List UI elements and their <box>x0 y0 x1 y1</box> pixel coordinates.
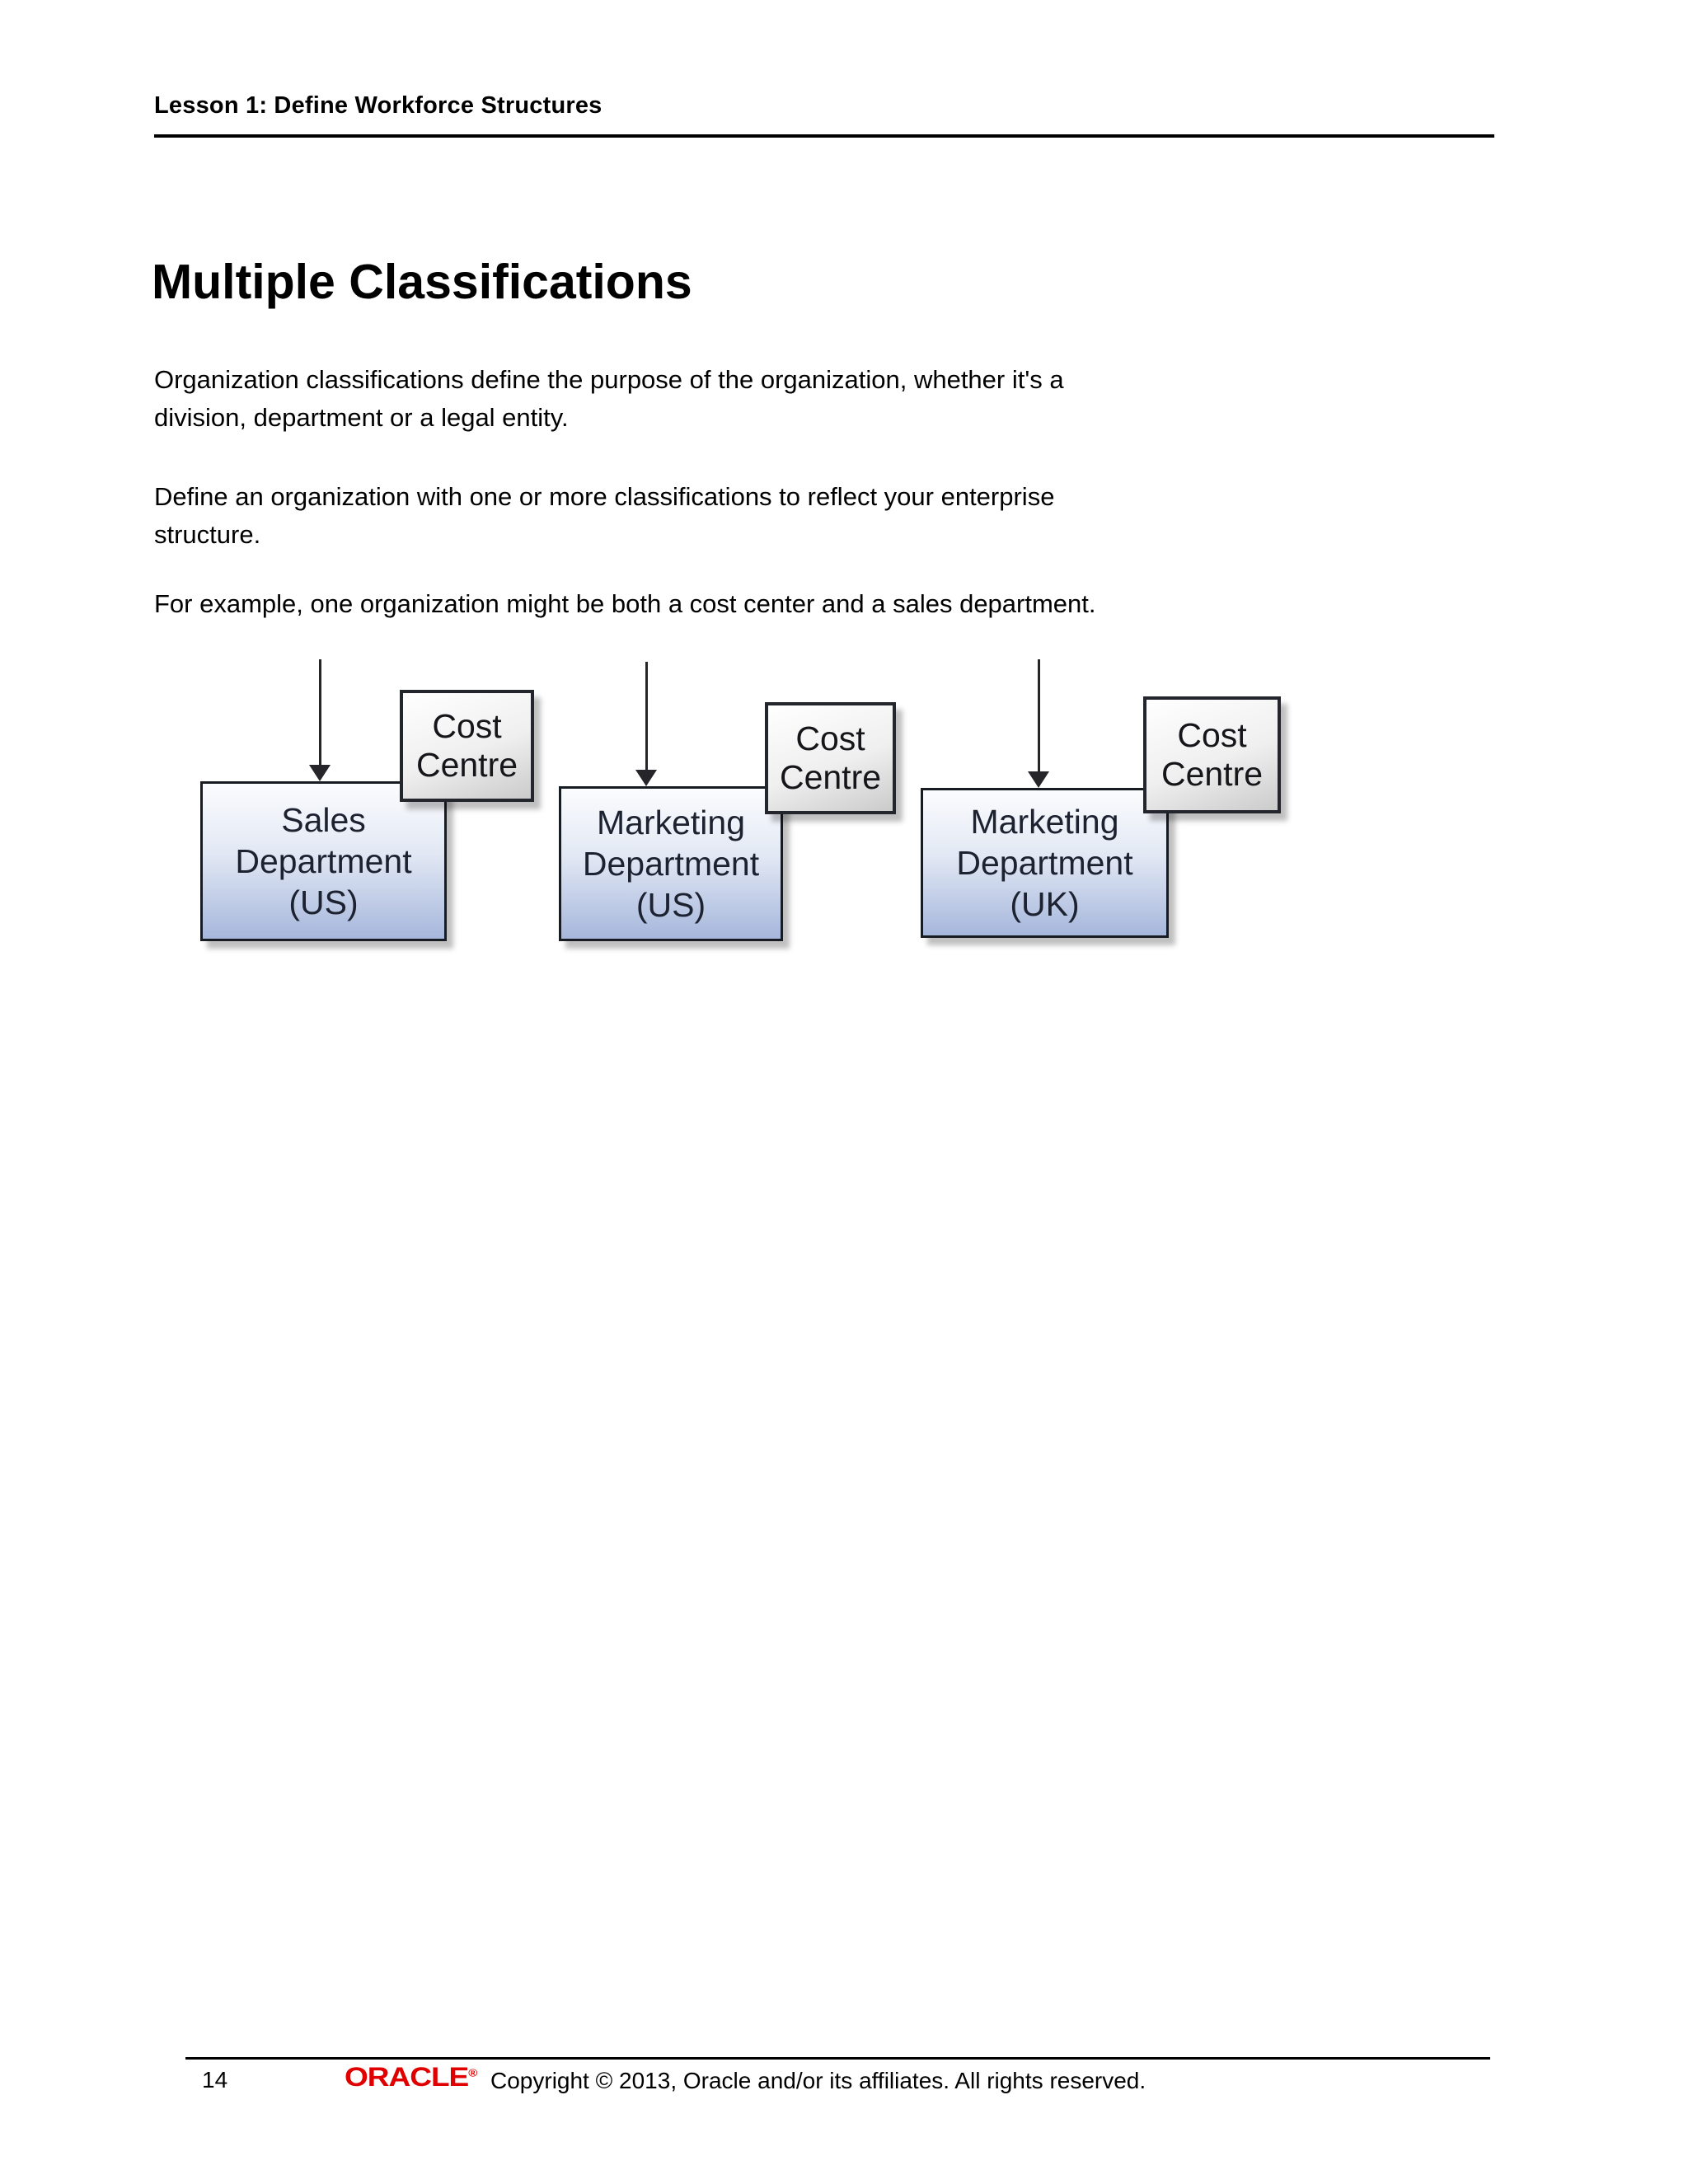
paragraph-line: Organization classifications define the … <box>154 365 1064 394</box>
department-label-line: (US) <box>635 886 706 924</box>
arrow-head-icon <box>1028 771 1049 788</box>
cost-centre-label-line: Centre <box>415 746 518 784</box>
oracle-logo: ORACLE® <box>345 2062 477 2093</box>
arrow-shaft <box>318 659 321 766</box>
paragraph-line: structure. <box>154 520 261 549</box>
cost-centre-box-marketing-uk: Cost Centre <box>1143 696 1281 813</box>
arrow-head-icon <box>635 770 657 786</box>
paragraph-line: For example, one organization might be b… <box>154 589 1096 618</box>
cost-centre-box-marketing-us: Cost Centre <box>765 702 896 814</box>
down-arrow-connector <box>1028 659 1049 788</box>
lesson-header: Lesson 1: Define Workforce Structures <box>154 92 603 119</box>
oracle-logo-text: ORACLE <box>345 2062 469 2093</box>
cost-centre-label-line: Cost <box>1177 716 1247 754</box>
paragraph-line: Define an organization with one or more … <box>154 482 1055 511</box>
arrow-shaft <box>1037 659 1040 773</box>
paragraph-3: For example, one organization might be b… <box>154 585 1096 623</box>
department-label-line: (UK) <box>1010 885 1080 923</box>
page-title: Multiple Classifications <box>152 255 692 309</box>
cost-centre-box-sales-us: Cost Centre <box>400 690 534 802</box>
department-box-marketing-uk: Marketing Department (UK) <box>921 788 1169 938</box>
arrow-shaft <box>645 662 648 771</box>
cost-centre-label-line: Cost <box>432 707 502 745</box>
copyright-text: Copyright © 2013, Oracle and/or its affi… <box>490 2068 1146 2093</box>
department-box-marketing-us: Marketing Department (US) <box>559 786 783 941</box>
cost-centre-label-line: Cost <box>795 719 865 757</box>
department-label-line: Department <box>582 845 760 883</box>
paragraph-line: division, department or a legal entity. <box>154 403 569 432</box>
department-label-line: (US) <box>288 883 359 921</box>
department-box-sales-us: Sales Department (US) <box>200 781 447 941</box>
footer-rule <box>185 2057 1490 2060</box>
cost-centre-label-line: Centre <box>779 758 882 796</box>
paragraph-1: Organization classifications define the … <box>154 361 1064 437</box>
down-arrow-connector <box>635 662 657 786</box>
arrow-head-icon <box>309 765 331 781</box>
department-label-line: Marketing <box>596 804 745 841</box>
paragraph-2: Define an organization with one or more … <box>154 478 1054 554</box>
registered-trademark-icon: ® <box>468 2066 477 2079</box>
department-label-line: Department <box>956 844 1133 882</box>
department-label-line: Department <box>235 842 412 880</box>
page-number: 14 <box>202 2067 228 2093</box>
down-arrow-connector <box>309 659 331 781</box>
header-rule <box>154 134 1494 138</box>
department-label-line: Marketing <box>970 803 1119 841</box>
cost-centre-label-line: Centre <box>1160 755 1264 793</box>
department-label-line: Sales <box>281 801 366 839</box>
